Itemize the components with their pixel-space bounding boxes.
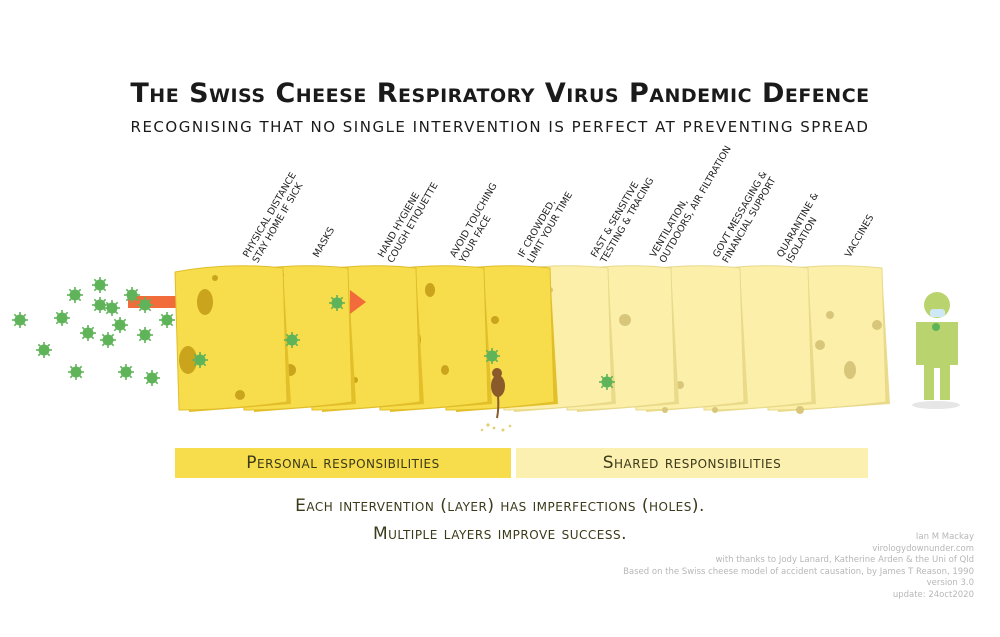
virus-icon (68, 364, 84, 380)
layer-label: Physical distancestay home if sick (241, 171, 308, 265)
virus-icon (137, 297, 153, 313)
layer-label: Avoid touchingyour face (448, 181, 510, 266)
credits: Ian M Mackay virologydownunder.com with … (623, 532, 974, 602)
page-title: The Swiss Cheese Respiratory Virus Pande… (130, 78, 870, 109)
virus-icon (284, 332, 300, 348)
credit-based-on: Based on the Swiss cheese model of accid… (623, 566, 974, 577)
credit-thanks: with thanks to Jody Lanard, Katherine Ar… (715, 555, 975, 566)
cheese-hole (815, 340, 825, 350)
caption-line-2: Multiple layers improve success. (372, 524, 628, 544)
cheese-slice (174, 265, 291, 412)
virus-icon (12, 312, 28, 328)
cheese-hole (662, 407, 668, 413)
person-icon (912, 292, 960, 409)
mouse-icon (480, 368, 512, 432)
shared-responsibilities-label: Shared responsibilities (602, 453, 782, 473)
cheese-hole (619, 314, 631, 326)
shared-responsibilities-bar: Shared responsibilities (516, 448, 868, 478)
layer-label: Govt messaging &financial support (711, 169, 779, 265)
virus-icon (54, 310, 70, 326)
virus-icon (118, 364, 134, 380)
layer-label: Masks (311, 225, 337, 259)
cheese-hole (844, 361, 856, 379)
cheese-hole (712, 407, 718, 413)
credit-author: Ian M Mackay (915, 532, 974, 542)
cheese-hole (441, 365, 449, 375)
arrow-head-icon (350, 290, 366, 314)
cheese-hole (826, 311, 834, 319)
virus-icon (159, 312, 175, 328)
cheese-hole (212, 275, 218, 281)
virus-icon (124, 287, 140, 303)
virus-icon (329, 295, 345, 311)
virus-icon (144, 370, 160, 386)
layer-label: If crowded,limit your time (516, 185, 575, 265)
virus-icon (137, 327, 153, 343)
personal-responsibilities-bar: Personal responsibilities (175, 448, 511, 478)
virus-icon (484, 348, 500, 364)
page-subtitle: Recognising that no single intervention … (130, 118, 870, 136)
caption-line-1: Each intervention (layer) has imperfecti… (295, 496, 705, 516)
layer-label: Quarantine &isolation (775, 190, 831, 265)
cheese-hole (197, 289, 213, 315)
credit-site: virologydownunder.com (872, 543, 974, 554)
virus-icon (192, 352, 208, 368)
cheese-hole (235, 390, 245, 400)
layer-label: Fast & sensitivetesting & tracing (589, 170, 657, 266)
virus-icon (67, 287, 83, 303)
virus-icon (36, 342, 52, 358)
virus-icon (80, 325, 96, 341)
cheese-hole (872, 320, 882, 330)
virus-icon (599, 374, 615, 390)
virus-icon (104, 300, 120, 316)
virus-icon (112, 317, 128, 333)
personal-responsibilities-label: Personal responsibilities (246, 453, 440, 473)
credit-update: update: 24oct2020 (892, 589, 974, 600)
virus-icon (92, 277, 108, 293)
layer-label: Vaccines (843, 213, 876, 260)
layer-label: Hand hygienecough etiquette (376, 175, 441, 265)
cheese-hole (676, 381, 684, 389)
cheese-hole (179, 346, 197, 374)
cheese-hole (491, 316, 499, 324)
virus-icon (100, 332, 116, 348)
cheese-hole (796, 406, 804, 414)
cheese-hole (425, 283, 435, 297)
credit-version: version 3.0 (926, 578, 974, 589)
virus-icon (92, 297, 108, 313)
